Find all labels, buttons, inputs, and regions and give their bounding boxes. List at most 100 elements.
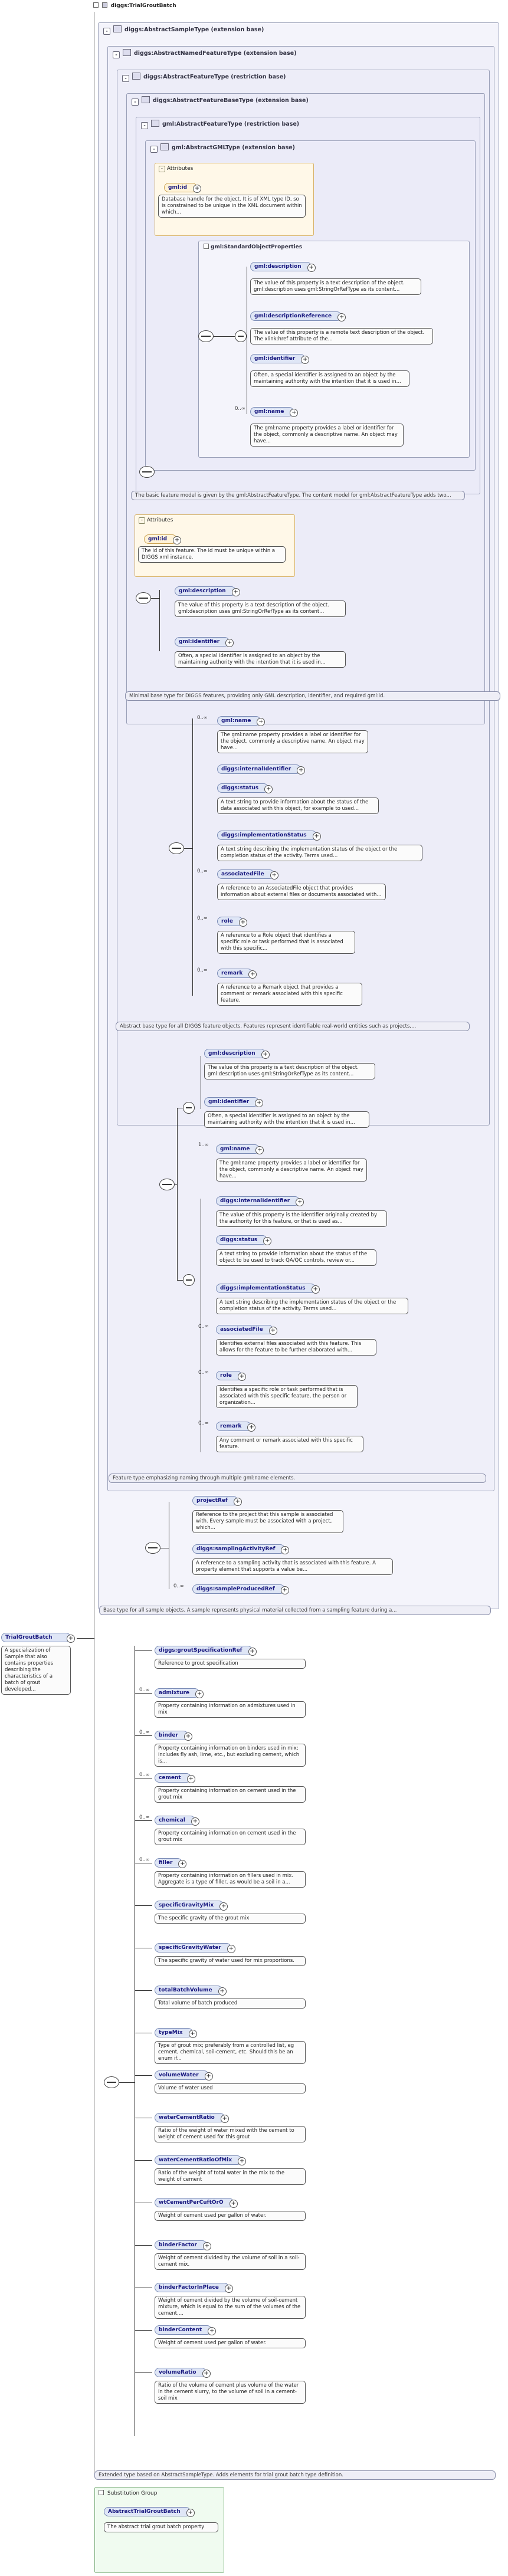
attributes-header: Attributes — [146, 517, 173, 523]
sample-doc: Reference to the project that this sampl… — [192, 1510, 343, 1533]
std-prop-doc: The value of this property is a remote t… — [250, 328, 433, 344]
named-element[interactable]: diggs:status+ — [216, 1235, 272, 1245]
collapse-icon: - — [132, 99, 139, 106]
root-element[interactable]: TrialGroutBatch+ — [1, 1633, 75, 1643]
expand-icon[interactable]: + — [67, 1635, 75, 1643]
fb-id-attr[interactable]: gml:id+ — [144, 534, 182, 544]
expand-icon[interactable]: + — [229, 2200, 238, 2208]
trial-element[interactable]: waterCementRatioOfMix+ — [155, 2155, 247, 2165]
cardinality: 0..∞ — [139, 1814, 150, 1820]
sequence-icon — [183, 1274, 195, 1286]
cardinality: 0..∞ — [139, 1772, 150, 1778]
std-prop-element[interactable]: gml:identifier+ — [250, 354, 310, 364]
trial-element[interactable]: specificGravityWater+ — [155, 1943, 235, 1953]
std-prop-element[interactable]: gml:description+ — [250, 262, 316, 272]
sample-element[interactable]: diggs:samplingActivityRef+ — [192, 1544, 290, 1554]
named-element[interactable]: associatedFile+ — [216, 1325, 277, 1335]
expand-icon[interactable]: + — [178, 1860, 187, 1868]
attributes-header: Attributes — [166, 166, 194, 172]
named-element[interactable]: diggs:implementationStatus+ — [216, 1284, 320, 1294]
named-element[interactable]: role+ — [216, 1371, 246, 1381]
trial-element[interactable]: diggs:groutSpecificationRef+ — [155, 1646, 257, 1656]
expand-icon[interactable]: + — [220, 2115, 229, 2123]
expand-icon[interactable]: + — [224, 2285, 233, 2293]
named-doc: A text string to provide information abo… — [216, 1249, 376, 1266]
expand-icon[interactable]: + — [186, 1775, 195, 1783]
trial-doc: Ratio of the weight of water mixed with … — [155, 2126, 306, 2142]
trial-element[interactable]: binderContent+ — [155, 2325, 217, 2335]
feature-doc: The gml:name property provides a label o… — [217, 730, 368, 753]
sample-element[interactable]: diggs:sampleProducedRef+ — [192, 1584, 289, 1594]
cardinality: 0..∞ — [197, 715, 208, 721]
expand-icon[interactable]: + — [238, 2157, 247, 2165]
feature-element[interactable]: associatedFile+ — [217, 869, 278, 880]
trial-doc: The specific gravity of water used for m… — [155, 1956, 306, 1966]
fb-element[interactable]: gml:description+ — [175, 586, 240, 596]
trial-element[interactable]: binderFactor+ — [155, 2240, 211, 2250]
named-doc: The gml:name property provides a label o… — [216, 1159, 367, 1182]
collapse-icon[interactable] — [99, 2490, 104, 2495]
trial-doc: Weight of cement used per gallon of wate… — [155, 2338, 306, 2348]
expand-icon[interactable]: + — [202, 2370, 211, 2378]
collapse-icon: - — [122, 75, 129, 82]
trial-element[interactable]: filler+ — [155, 1858, 187, 1868]
expand-icon[interactable]: + — [204, 2072, 213, 2081]
gml-id-attr[interactable]: gml:id+ — [164, 183, 202, 193]
substitution-header: Substitution Group — [107, 2490, 158, 2496]
root-title: diggs:TrialGroutBatch — [110, 3, 176, 9]
trial-element[interactable]: binder+ — [155, 1731, 192, 1741]
substitution-element[interactable]: AbstractTrialGroutBatch+ — [104, 2507, 195, 2517]
feature-element[interactable]: remark+ — [217, 969, 257, 979]
feature-element[interactable]: diggs:internalIdentifier+ — [217, 764, 306, 775]
trial-element[interactable]: specificGravityMix+ — [155, 1901, 228, 1911]
feature-element[interactable]: diggs:status+ — [217, 783, 273, 793]
feature-doc: A reference to a Remark object that prov… — [217, 983, 362, 1006]
feature-base-band: Minimal base type for DIGGS features, pr… — [125, 691, 500, 701]
named-element[interactable]: diggs:internalIdentifier+ — [216, 1196, 304, 1206]
trial-doc: Property containing information on cemen… — [155, 1829, 306, 1845]
trial-element[interactable]: wtCementPerCuftOrO+ — [155, 2198, 238, 2208]
named-doc: Identifies external files associated wit… — [216, 1339, 376, 1356]
trial-element[interactable]: totalBatchVolume+ — [155, 1986, 227, 1996]
trial-element[interactable]: volumeWater+ — [155, 2070, 213, 2081]
expand-icon[interactable]: + — [191, 1817, 199, 1826]
toggle-icon[interactable] — [93, 2, 99, 8]
named-band: Feature type emphasizing naming through … — [109, 1474, 486, 1483]
expand-icon[interactable]: + — [188, 2030, 197, 2038]
trial-doc: Property containing information on fille… — [155, 1871, 306, 1888]
feature-element[interactable]: diggs:implementationStatus+ — [217, 831, 321, 841]
type-icon — [142, 96, 150, 103]
named-element[interactable]: gml:description+ — [204, 1049, 270, 1059]
trial-element[interactable]: volumeRatio+ — [155, 2368, 211, 2378]
trial-doc: Reference to grout specification — [155, 1659, 306, 1669]
sequence-icon — [139, 466, 155, 478]
expand-icon[interactable]: + — [183, 1732, 192, 1741]
trial-element[interactable]: waterCementRatio+ — [155, 2113, 229, 2123]
trial-doc: Weight of cement divided by the volume o… — [155, 2253, 306, 2270]
trial-element[interactable]: binderFactorInPlace+ — [155, 2283, 233, 2293]
expand-icon[interactable]: + — [195, 1690, 204, 1698]
trial-element[interactable]: typeMix+ — [155, 2028, 197, 2038]
fb-element[interactable]: gml:identifier+ — [175, 637, 234, 647]
std-prop-element[interactable]: gml:name+ — [250, 407, 299, 417]
trial-doc: Ratio of the volume of cement plus volum… — [155, 2381, 306, 2404]
std-prop-doc: The gml:name property provides a label o… — [250, 424, 404, 447]
expand-icon[interactable]: + — [219, 1902, 228, 1911]
expand-icon[interactable]: + — [208, 2327, 217, 2335]
expand-icon[interactable]: + — [202, 2242, 211, 2250]
expand-icon[interactable]: + — [248, 1648, 257, 1656]
std-prop-doc: Often, a special identifier is assigned … — [250, 370, 409, 387]
named-element[interactable]: gml:identifier+ — [204, 1097, 264, 1107]
named-element[interactable]: gml:name+ — [216, 1144, 264, 1154]
trial-element[interactable]: cement+ — [155, 1773, 195, 1783]
expand-icon[interactable]: + — [227, 1945, 235, 1953]
feature-element[interactable]: gml:name+ — [217, 716, 266, 726]
trial-element[interactable]: admixture+ — [155, 1688, 204, 1698]
sample-element[interactable]: projectRef+ — [192, 1496, 242, 1506]
feature-element[interactable]: role+ — [217, 917, 247, 927]
expand-icon[interactable]: + — [218, 1987, 227, 1996]
std-prop-element[interactable]: gml:descriptionReference+ — [250, 311, 346, 321]
named-element[interactable]: remark+ — [216, 1422, 256, 1432]
trial-element[interactable]: chemical+ — [155, 1816, 199, 1826]
cardinality: 0..∞ — [197, 868, 208, 874]
